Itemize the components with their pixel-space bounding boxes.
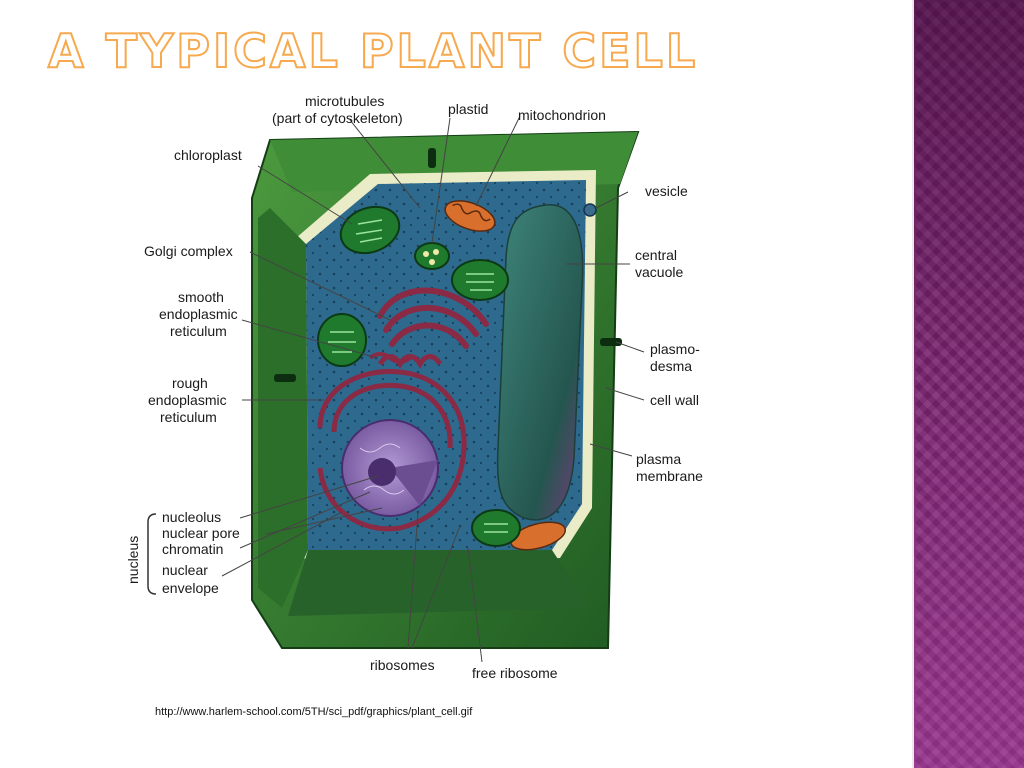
label-smooth-er-2: endoplasmic (159, 306, 238, 322)
mitochondrion-top (444, 200, 496, 232)
label-vesicle: vesicle (645, 183, 688, 199)
label-central-vacuole-2: vacuole (635, 264, 683, 280)
label-nucleolus: nucleolus (162, 509, 221, 525)
label-chloroplast: chloroplast (174, 147, 242, 163)
golgi-complex (377, 287, 489, 349)
plasmodesma-left (274, 374, 296, 382)
label-nuclear-envelope-1: nuclear (162, 562, 208, 578)
nucleus-bracket (147, 513, 157, 595)
label-free-ribosome: free ribosome (472, 665, 558, 681)
cell-wall-bottom-face (288, 550, 590, 616)
label-plasmodesma-1: plasmo- (650, 341, 700, 357)
label-plasma-membrane-1: plasma (636, 451, 681, 467)
plasmodesma-top (428, 148, 436, 168)
slide-title: A typical plant cell (47, 24, 699, 78)
nucleolus (368, 458, 396, 486)
label-nuclear-pore: nuclear pore (162, 525, 240, 541)
label-cell-wall: cell wall (650, 392, 699, 408)
label-smooth-er-1: smooth (178, 289, 224, 305)
plasmodesma (600, 338, 622, 346)
label-rough-er-2: endoplasmic (148, 392, 227, 408)
label-chromatin: chromatin (162, 541, 223, 557)
label-ribosomes: ribosomes (370, 657, 435, 673)
label-smooth-er-3: reticulum (170, 323, 227, 339)
central-vacuole (496, 204, 584, 521)
chloroplast-3 (317, 313, 367, 367)
label-microtubules-sub: (part of cytoskeleton) (272, 110, 403, 126)
chromatin (359, 443, 405, 495)
label-plasmodesma-2: desma (650, 358, 692, 374)
source-url[interactable]: http://www.harlem-school.com/5TH/sci_pdf… (155, 706, 473, 718)
label-mitochondrion: mitochondrion (518, 107, 606, 123)
label-nucleus-group: nucleus (125, 536, 141, 584)
nucleus-cutaway (390, 460, 438, 506)
label-rough-er-3: reticulum (160, 409, 217, 425)
label-golgi-complex: Golgi complex (144, 243, 233, 259)
plastid-granules (423, 249, 439, 265)
label-rough-er-1: rough (172, 375, 208, 391)
leader-lines (221, 115, 645, 663)
label-microtubules: microtubules (305, 93, 384, 109)
plant-cell-diagram: microtubules (part of cytoskeleton) plas… (125, 93, 703, 681)
vesicle (583, 203, 597, 217)
label-nuclear-envelope-2: envelope (162, 580, 219, 596)
mitochondrion-top-cristae (452, 203, 491, 222)
cell-wall-left-face (258, 208, 308, 608)
smooth-endoplasmic-reticulum (368, 352, 412, 364)
label-plasma-membrane-2: membrane (636, 468, 703, 484)
plastid (414, 242, 450, 270)
label-central-vacuole-1: central (635, 247, 677, 263)
chloroplast-2 (451, 259, 509, 301)
side-band (912, 0, 1024, 768)
label-plastid: plastid (448, 101, 488, 117)
chloroplast-grana (328, 219, 508, 533)
chloroplast-1 (339, 205, 401, 255)
chloroplast-4 (471, 509, 521, 547)
